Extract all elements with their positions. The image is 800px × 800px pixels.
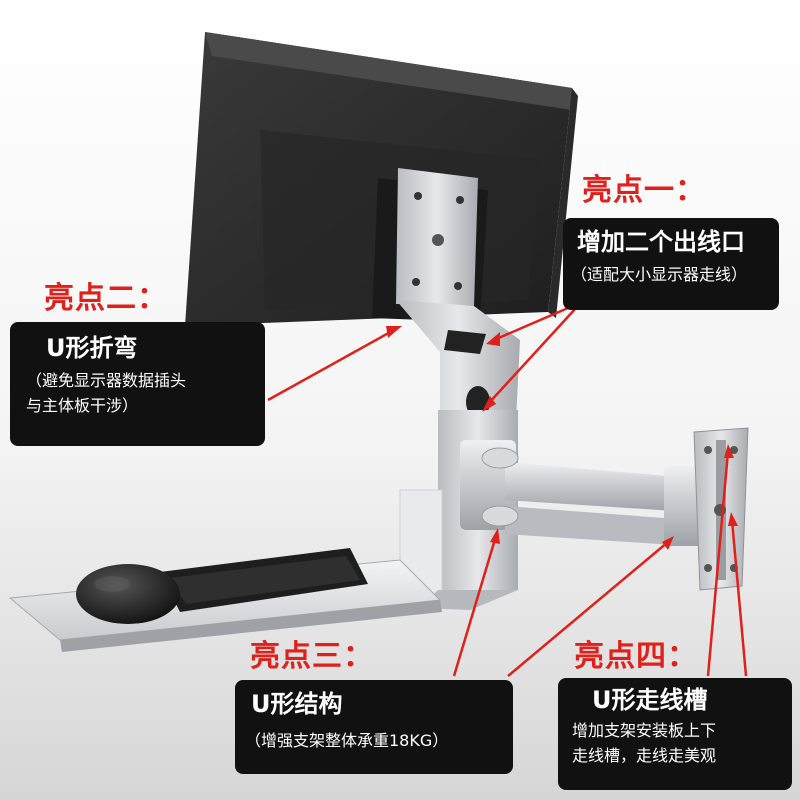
highlight-4-main: U形走线槽 [592, 686, 708, 714]
highlight-2-callout: U形折弯 （避免显示器数据插头 与主体板干涉） [10, 322, 265, 446]
highlight-3-main: U形结构 [251, 690, 343, 718]
highlight-4-sub-line: 增加支架安装板上下 [572, 720, 717, 740]
vesa-mount-plate [372, 168, 488, 322]
pointer-arrows [267, 306, 748, 677]
highlight-4-title: 亮点四： [574, 639, 698, 674]
highlight-3-callout: U形结构 （增强支架整体承重18KG） [235, 680, 513, 774]
articulating-arm [460, 440, 708, 546]
highlight-3-sub-line: （增强支架整体承重18KG） [245, 730, 449, 750]
highlight-1-sub-line: （适配大小显示器走线） [571, 264, 748, 284]
wall-mount-plate [693, 427, 749, 591]
mouse [76, 564, 180, 624]
highlight-1-main: 增加二个出线口 [577, 228, 745, 256]
highlight-4-callout: U形走线槽 增加支架安装板上下 走线槽，走线走美观 [558, 678, 792, 790]
highlight-2-title: 亮点二： [44, 281, 168, 316]
highlight-2-sub-line: （避免显示器数据插头 [26, 370, 187, 390]
keyboard [160, 548, 368, 612]
highlight-1-callout: 增加二个出线口 （适配大小显示器走线） [563, 218, 779, 310]
highlight-2-main: U形折弯 [46, 334, 138, 362]
highlight-2-sub-line: 与主体板干涉） [26, 395, 139, 415]
u-bend-neck [396, 300, 520, 420]
highlight-3-title: 亮点三： [250, 639, 374, 674]
highlight-1-title: 亮点一： [582, 173, 706, 208]
highlight-4-sub-line: 走线槽，走线走美观 [572, 745, 717, 765]
